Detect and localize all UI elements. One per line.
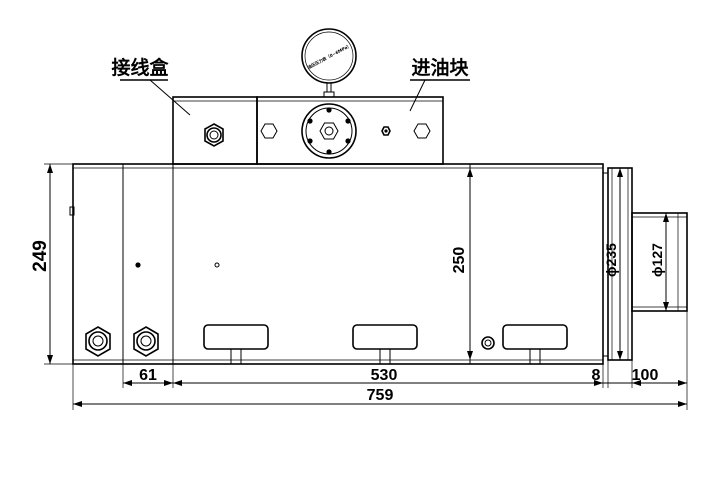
shaft-nose	[631, 212, 688, 312]
dim-530: 530	[371, 367, 398, 384]
mounting-foot	[352, 324, 418, 365]
callout-leaders	[120, 79, 470, 116]
dim-dia-127: ϕ127	[649, 243, 665, 277]
gauge-flange	[301, 103, 357, 159]
body-hole-icon	[214, 262, 220, 268]
dim-100: 100	[632, 367, 659, 384]
drain-plug-icon	[481, 336, 495, 350]
junction-box-cable-gland-icon	[204, 123, 224, 147]
dim-61: 61	[139, 367, 157, 384]
dim-759: 759	[367, 387, 394, 404]
pressure-gauge: 油压压力表（0~6MPa）	[301, 28, 357, 98]
dimension-lines	[44, 163, 688, 410]
oil-inlet-block	[256, 96, 444, 165]
callout-junction-box: 接线盒	[111, 56, 169, 79]
dim-8: 8	[592, 367, 601, 384]
junction-box	[172, 96, 258, 165]
mounting-foot	[203, 324, 269, 365]
body-hole-icon	[135, 262, 141, 268]
mounting-foot	[502, 324, 568, 365]
cable-gland-icon	[85, 326, 111, 357]
callout-oil-inlet-block: 进油块	[411, 57, 469, 79]
spindle-body	[69, 163, 604, 365]
dim-250: 250	[451, 247, 468, 274]
hex-nut-icon	[381, 126, 391, 136]
dim-dia-235: ϕ235	[603, 243, 619, 277]
dim-249: 249	[30, 240, 51, 272]
cable-gland-icon	[133, 326, 159, 357]
hex-plug-icon	[260, 123, 278, 139]
gauge-scale-text: 油压压力表（0~6MPa）	[306, 42, 352, 71]
hex-plug-icon	[413, 123, 431, 139]
